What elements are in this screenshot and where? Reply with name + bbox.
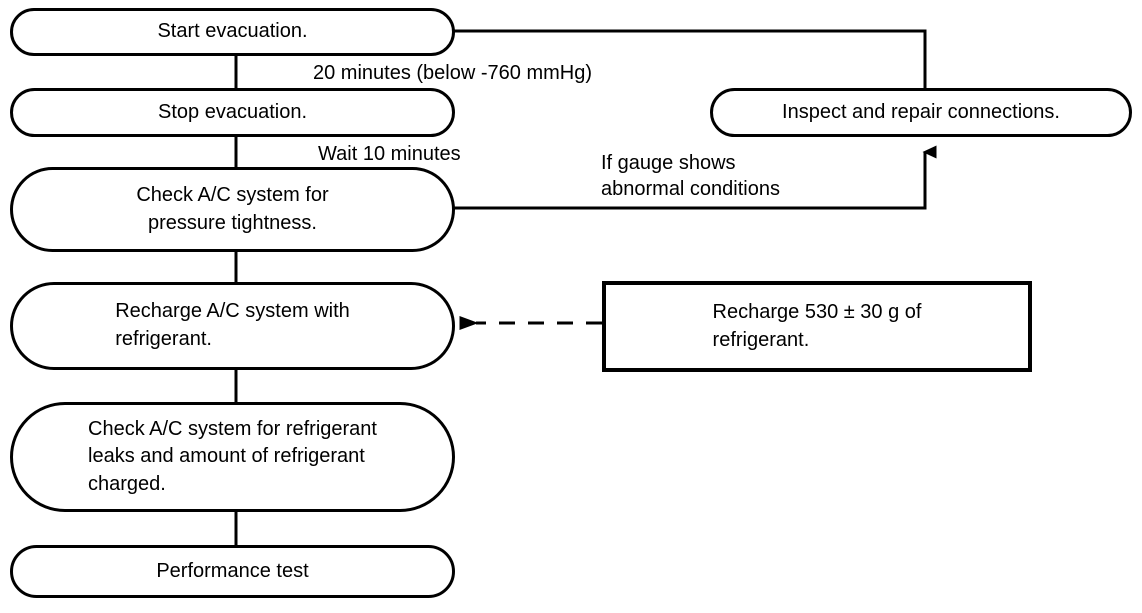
node-start-evacuation-label: Start evacuation. <box>157 20 308 43</box>
node-inspect-repair[interactable]: Inspect and repair connections. <box>710 88 1132 137</box>
node-recharge-system[interactable]: Recharge A/C system with refrigerant. <box>10 282 455 370</box>
edge-label-wait-duration: Wait 10 minutes <box>318 143 461 165</box>
edge-label-abnormal-gauge-condition: If gauge shows abnormal conditions <box>601 152 780 201</box>
node-performance-test-label: Performance test <box>156 559 309 582</box>
edge-label-evacuation-duration: 20 minutes (below -760 mmHg) <box>313 62 592 84</box>
node-inspect-repair-label: Inspect and repair connections. <box>782 100 1060 123</box>
node-check-pressure-tightness-label: Check A/C system for pressure tightness. <box>136 183 329 234</box>
node-recharge-amount-note[interactable]: Recharge 530 ± 30 g of refrigerant. <box>602 281 1032 372</box>
node-check-pressure-tightness[interactable]: Check A/C system for pressure tightness. <box>10 167 455 252</box>
node-recharge-system-label: Recharge A/C system with refrigerant. <box>115 300 350 350</box>
node-start-evacuation[interactable]: Start evacuation. <box>10 8 455 56</box>
node-stop-evacuation-label: Stop evacuation. <box>158 100 307 123</box>
node-stop-evacuation[interactable]: Stop evacuation. <box>10 88 455 137</box>
node-performance-test[interactable]: Performance test <box>10 545 455 598</box>
node-check-leaks-label: Check A/C system for refrigerant leaks a… <box>88 417 377 495</box>
node-check-leaks[interactable]: Check A/C system for refrigerant leaks a… <box>10 402 455 512</box>
node-recharge-amount-note-label: Recharge 530 ± 30 g of refrigerant. <box>712 300 922 351</box>
